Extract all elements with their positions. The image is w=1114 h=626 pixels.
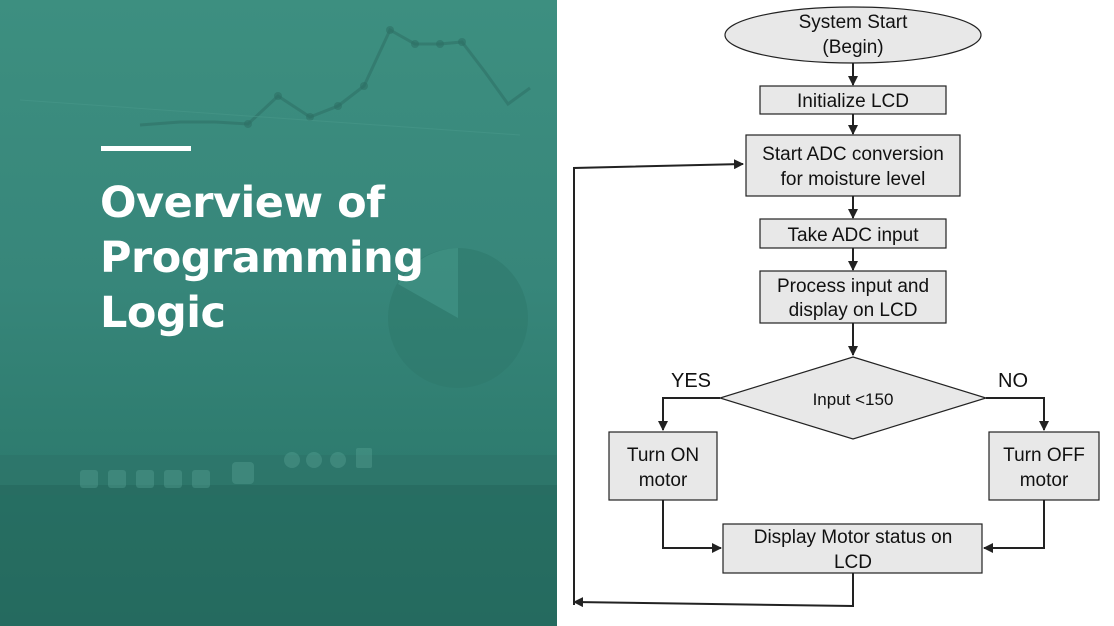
branch-label-yes: YES xyxy=(671,370,711,392)
arrow-yes-branch xyxy=(658,397,720,431)
flow-connectors xyxy=(573,63,1049,608)
node-display-status-line-2: LCD xyxy=(834,552,872,573)
node-turn-off-motor: Turn OFF motor xyxy=(988,431,1100,501)
node-process-input: Process input and display on LCD xyxy=(759,270,947,324)
background-chart-photo xyxy=(0,26,557,626)
node-decision: Input <150 xyxy=(717,356,989,440)
bg-dock-icons xyxy=(80,448,372,488)
node-system-start: System Start (Begin) xyxy=(724,6,982,64)
slide-title-line-2: Programming xyxy=(100,233,424,283)
arrow-loop-back xyxy=(573,159,744,605)
node-display-status-line-1: Display Motor status on xyxy=(754,527,953,548)
node-start-adc-line-2: for moisture level xyxy=(781,169,926,190)
node-system-start-line-1: System Start xyxy=(799,12,908,33)
node-display-status: Display Motor status on LCD xyxy=(722,523,983,574)
node-start-adc: Start ADC conversion for moisture level xyxy=(745,134,961,197)
branch-label-no: NO xyxy=(998,370,1028,392)
node-turn-on-motor-line-2: motor xyxy=(639,470,688,491)
flowchart: System Start (Begin) Initialize LCD Star… xyxy=(573,6,1100,608)
node-process-input-line-2: display on LCD xyxy=(789,300,918,321)
node-take-adc-input: Take ADC input xyxy=(759,218,947,249)
node-initialize-lcd-label: Initialize LCD xyxy=(797,91,909,112)
node-take-adc-input-label: Take ADC input xyxy=(788,225,920,246)
slide-title-line-1: Overview of xyxy=(100,178,385,228)
arrow-no-branch xyxy=(986,397,1049,431)
bg-line-series xyxy=(139,27,531,127)
bg-line-points xyxy=(244,26,466,128)
arrow-on-to-status xyxy=(662,500,722,553)
node-turn-on-motor-line-1: Turn ON xyxy=(627,445,699,466)
node-process-input-line-1: Process input and xyxy=(777,276,929,297)
node-start-adc-line-1: Start ADC conversion xyxy=(762,144,944,165)
node-system-start-line-2: (Begin) xyxy=(822,37,883,58)
arrow-off-to-status xyxy=(983,500,1045,553)
title-panel: Overview of Programming Logic xyxy=(0,0,557,626)
node-initialize-lcd: Initialize LCD xyxy=(759,85,947,115)
node-turn-on-motor: Turn ON motor xyxy=(608,431,718,501)
node-turn-off-motor-line-1: Turn OFF xyxy=(1003,445,1085,466)
slide-title-line-3: Logic xyxy=(100,288,226,338)
node-decision-label: Input <150 xyxy=(813,390,894,409)
arrow-loop-bottom xyxy=(573,597,854,608)
title-accent-bar xyxy=(101,146,191,151)
slide-title: Overview of Programming Logic xyxy=(100,176,520,341)
node-turn-off-motor-line-2: motor xyxy=(1020,470,1069,491)
